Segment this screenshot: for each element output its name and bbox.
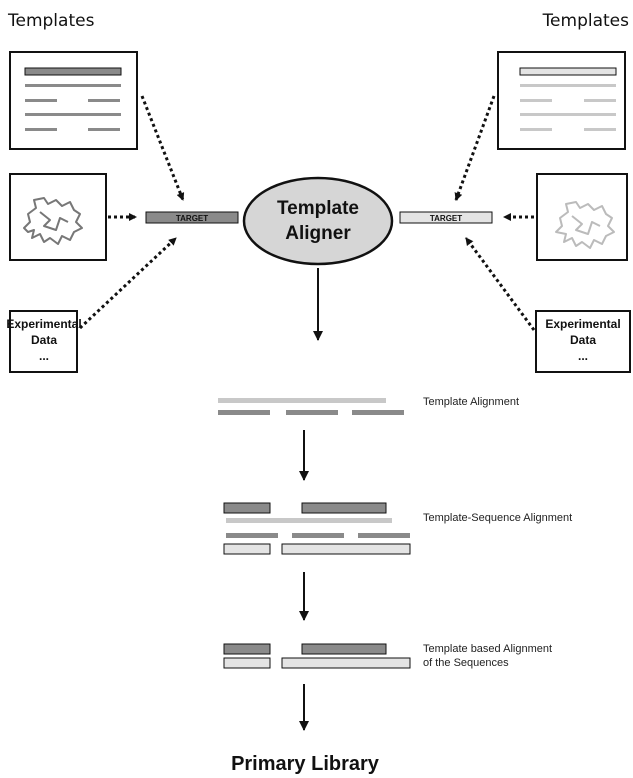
left-structure-template: [9, 173, 107, 261]
template-based-alignment-graphic: [223, 643, 411, 669]
template-aligner-node: [242, 176, 394, 266]
right-templates-heading: Templates: [542, 11, 630, 31]
exp-right-line1: Experimental: [545, 317, 620, 331]
template-based-alignment-label-1: Template based Alignment: [423, 643, 552, 655]
template-based-alignment-label-2: of the Sequences: [423, 657, 509, 669]
exp-right-line3: ...: [578, 349, 588, 363]
left-document-template: [9, 51, 138, 150]
left-template-arrow: [140, 95, 185, 201]
right-structure-template: [536, 173, 628, 261]
exp-left-line2: Data: [31, 333, 57, 347]
right-exp-arrow: [464, 237, 536, 331]
primary-library-label: Primary Library: [231, 753, 380, 775]
left-target-bar: [145, 211, 239, 224]
template-alignment-graphic: [218, 398, 404, 415]
template-sequence-alignment-label: Template-Sequence Alignment: [423, 512, 572, 524]
right-document-template: [497, 51, 626, 150]
right-experimental-data-box: Experimental Data ...: [535, 310, 631, 373]
protein-structure-icon: [23, 197, 83, 245]
aligner-label-line1: Template: [277, 198, 359, 219]
protein-structure-icon: [555, 201, 615, 249]
left-exp-arrow: [78, 236, 178, 330]
exp-left-line1: Experimental: [6, 317, 81, 331]
template-alignment-label: Template Alignment: [423, 396, 519, 408]
right-template-arrow: [454, 95, 496, 201]
exp-right-line2: Data: [570, 333, 596, 347]
right-target-label: TARGET: [430, 214, 462, 223]
left-target-label: TARGET: [176, 214, 208, 223]
right-target-bar: [399, 211, 493, 224]
left-experimental-data-box: Experimental Data ...: [6, 310, 82, 373]
aligner-label-line2: Aligner: [285, 223, 351, 244]
template-sequence-alignment-graphic: [223, 502, 411, 555]
exp-left-line3: ...: [39, 349, 49, 363]
left-templates-heading: Templates: [7, 11, 95, 31]
